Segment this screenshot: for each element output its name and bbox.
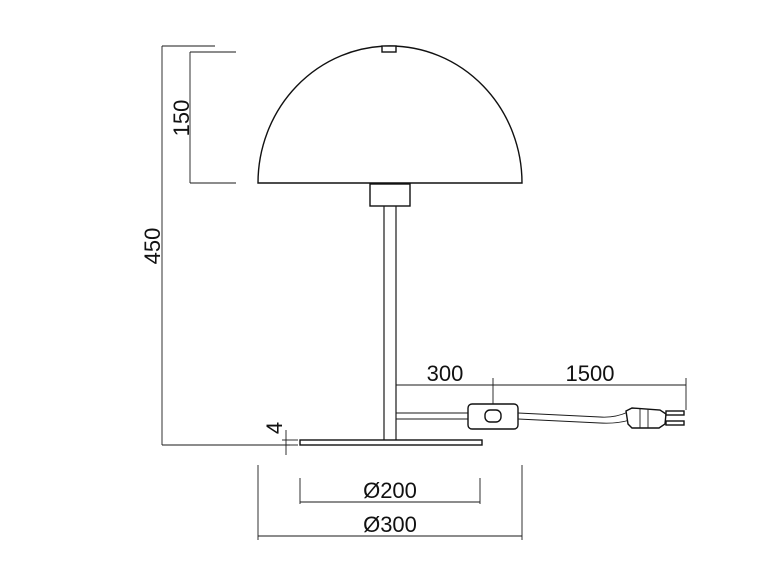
cable-to-plug-bottom — [517, 418, 631, 424]
lamp-socket — [369, 183, 411, 207]
table-lamp — [257, 45, 685, 446]
dimension-total-height: 450 — [140, 45, 290, 446]
dimension-cable-length: 1500 — [493, 361, 687, 410]
dimension-base-inner-diameter: Ø200 — [299, 478, 481, 504]
lamp-base — [299, 439, 483, 446]
dimension-shade-height: 150 — [169, 51, 236, 184]
dimension-label-shade-height: 150 — [169, 100, 194, 137]
dimension-switch-distance: 300 — [395, 361, 494, 412]
dimension-label-base-thickness: 4 — [262, 422, 287, 434]
dimension-label-switch-distance: 300 — [427, 361, 464, 386]
dimension-label-cable-length: 1500 — [566, 361, 615, 386]
dimension-label-base-inner-diameter: Ø200 — [363, 478, 417, 503]
dimension-label-base-outer-diameter: Ø300 — [363, 512, 417, 537]
plug-icon — [625, 407, 685, 429]
dimension-base-thickness: 4 — [262, 422, 298, 455]
dimension-label-total-height: 450 — [140, 228, 165, 265]
cable-to-plug-top — [517, 411, 629, 418]
dimension-base-outer-diameter: Ø300 — [257, 465, 523, 540]
lamp-finial — [381, 45, 397, 53]
inline-switch-icon — [467, 403, 519, 430]
lamp-shade — [257, 45, 523, 184]
